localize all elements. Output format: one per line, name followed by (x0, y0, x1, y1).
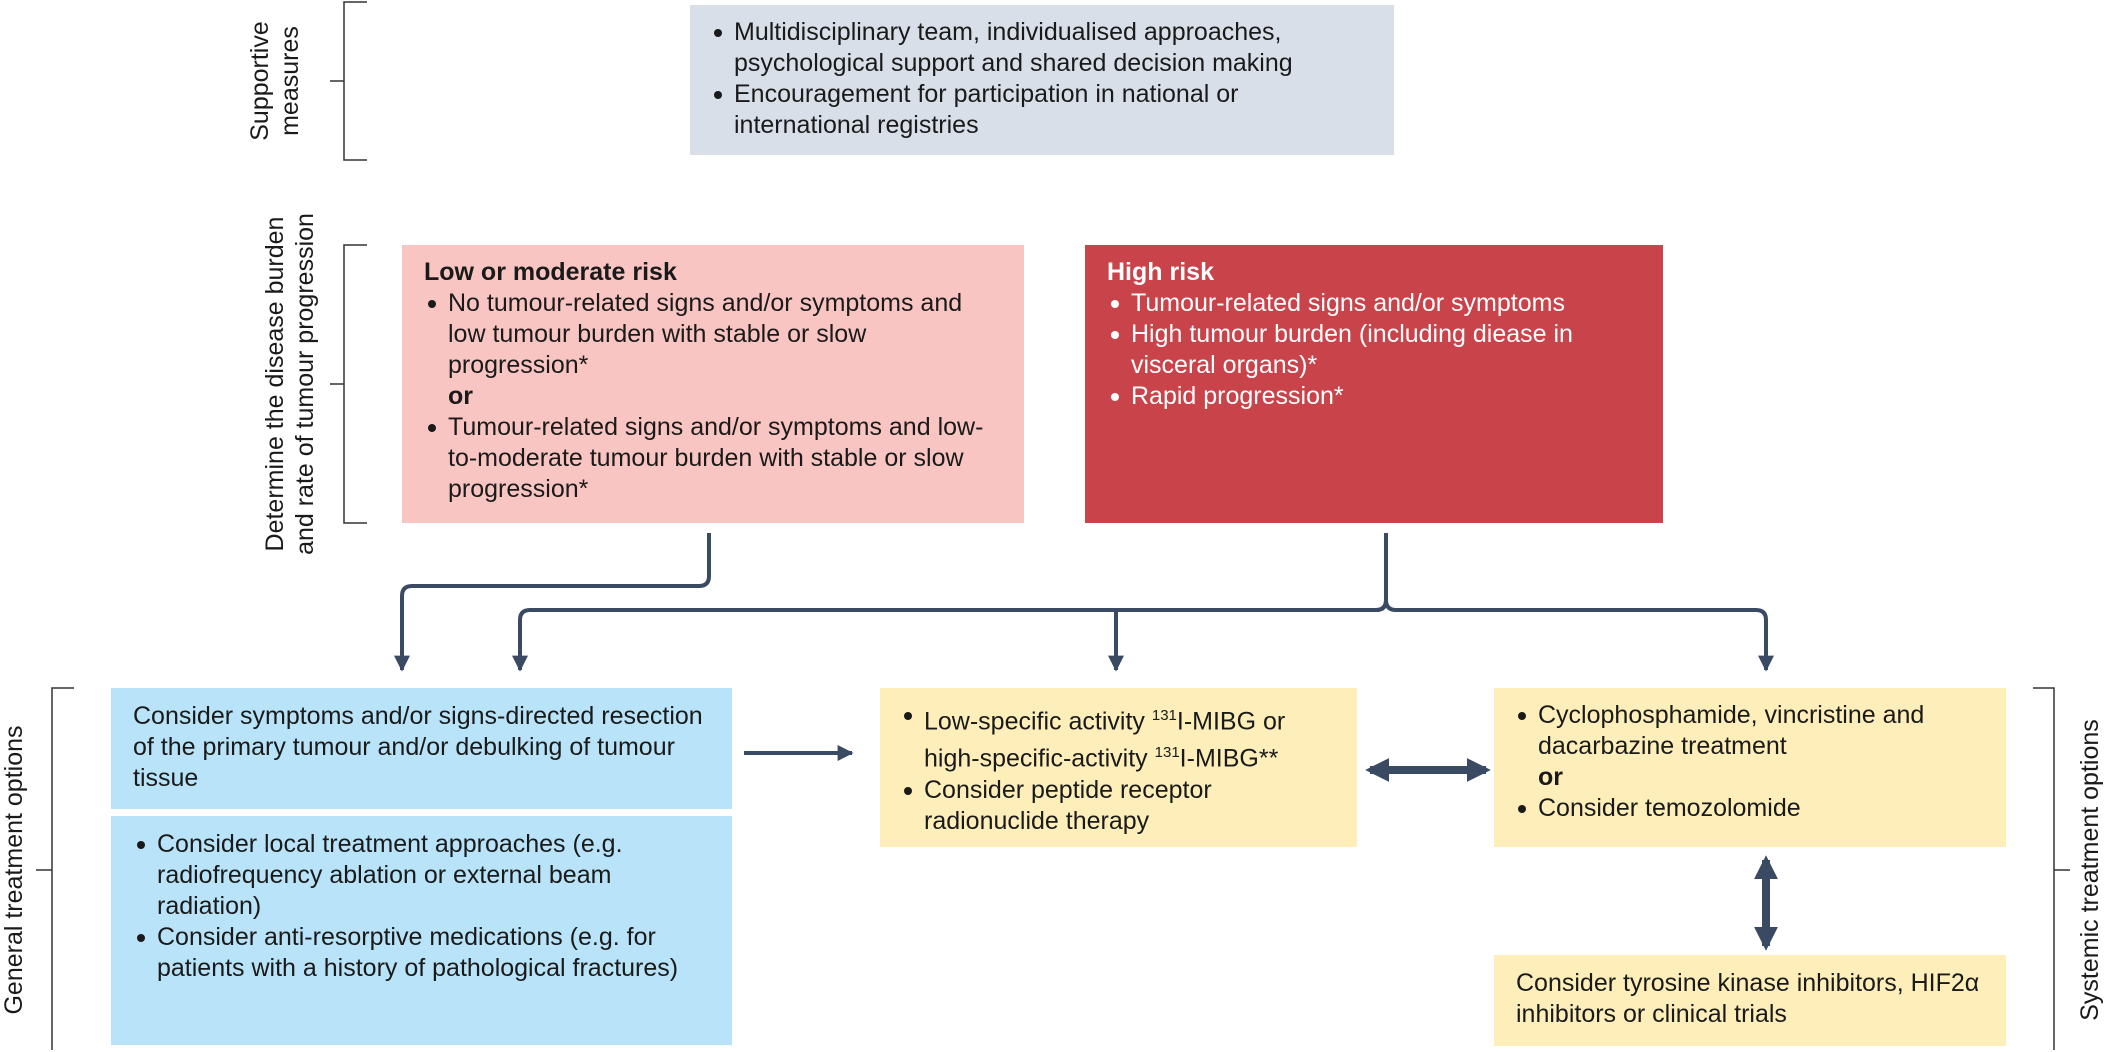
high-risk-branch-right (1384, 599, 1774, 672)
list-item: Consider peptide receptor radionuclide t… (900, 775, 1337, 837)
list-item: Multidisciplinary team, individualised a… (710, 17, 1374, 79)
list-item: Encouragement for participation in natio… (710, 79, 1374, 141)
resection-box: Consider symptoms and/or signs-directed … (111, 688, 732, 809)
tki-box: Consider tyrosine kinase inhibitors, HIF… (1494, 955, 2006, 1046)
systemic-treatment-options-label: Systemic treatment options (2076, 719, 2104, 1021)
general-bracket (36, 687, 74, 1050)
supportive-measures-label: Supportive measures (246, 21, 304, 141)
list-item: Low-specific activity 131I-MIBG or high-… (900, 700, 1337, 775)
high-risk-branch-left (512, 599, 1388, 672)
general-treatment-options-label: General treatment options (0, 725, 28, 1015)
or-separator: or (1538, 763, 1563, 791)
chemotherapy-box: Cyclophosphamide, vincristine and dacarb… (1494, 688, 2006, 847)
list-item: Tumour-related signs and/or symptoms (1107, 288, 1641, 319)
local-treatment-box: Consider local treatment approaches (e.g… (111, 816, 732, 1045)
isotope-superscript: 131 (1151, 707, 1177, 724)
list-item: No tumour-related signs and/or symptoms … (424, 288, 1002, 381)
list-item: High tumour burden (including diease in … (1107, 319, 1641, 381)
list-item: Tumour-related signs and/or symptoms and… (424, 412, 1002, 505)
high-risk-heading: High risk (1107, 258, 1214, 286)
list-item: Consider temozolomide (1514, 793, 1986, 824)
list-item: Rapid progression* (1107, 381, 1641, 412)
supportive-bracket (330, 1, 367, 161)
list-item: Consider local treatment approaches (e.g… (133, 829, 710, 922)
supportive-measures-box: Multidisciplinary team, individualised a… (690, 5, 1394, 155)
resection-text: Consider symptoms and/or signs-directed … (133, 702, 703, 792)
determine-disease-burden-label: Determine the disease burden and rate of… (261, 213, 319, 555)
low-risk-box: Low or moderate risk No tumour-related s… (402, 245, 1024, 523)
low-risk-connector (394, 533, 711, 672)
list-item: Cyclophosphamide, vincristine and dacarb… (1514, 700, 1986, 762)
tki-text: Consider tyrosine kinase inhibitors, HIF… (1516, 969, 1980, 1028)
mibg-therapy-box: Low-specific activity 131I-MIBG or high-… (880, 688, 1357, 847)
list-item: Consider anti-resorptive medications (e.… (133, 922, 710, 984)
low-risk-heading: Low or moderate risk (424, 258, 677, 286)
determine-bracket (330, 244, 367, 524)
or-separator: or (448, 382, 473, 410)
high-risk-box: High risk Tumour-related signs and/or sy… (1085, 245, 1663, 523)
systemic-bracket (2033, 687, 2070, 1050)
high-risk-trunk (1375, 533, 1388, 612)
isotope-superscript: 131 (1154, 744, 1180, 762)
